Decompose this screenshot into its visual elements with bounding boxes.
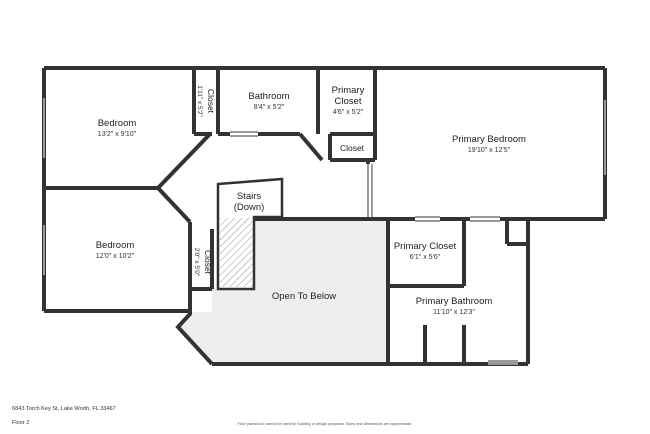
room-primary-bedroom: Primary Bedroom 19'10" x 12'5" bbox=[452, 134, 526, 154]
room-name: Primary Bedroom bbox=[452, 134, 526, 145]
room-open-to-below: Open To Below bbox=[272, 291, 336, 302]
room-name: Bedroom bbox=[96, 240, 135, 251]
room-name: Closet bbox=[206, 89, 216, 114]
open-to-below-area bbox=[178, 219, 388, 364]
room-dims: 6'1" x 5'6" bbox=[410, 254, 441, 261]
room-dims: 13'2" x 9'10" bbox=[98, 131, 137, 138]
room-name: Primary Bathroom bbox=[416, 296, 493, 307]
stairs-hatch bbox=[220, 218, 253, 287]
room-stairs: Stairs (Down) bbox=[234, 191, 265, 213]
room-name: Bedroom bbox=[98, 118, 137, 129]
room-primary-closet-bottom: Primary Closet 6'1" x 5'6" bbox=[394, 241, 457, 261]
room-primary-bathroom: Primary Bathroom 11'10" x 12'3" bbox=[416, 296, 493, 316]
room-bedroom-bottom: Bedroom 12'0" x 10'2" bbox=[96, 240, 135, 260]
room-closet-bottom: Closet 2'0" x 5'0" bbox=[193, 248, 213, 277]
room-name: Closet bbox=[340, 143, 365, 153]
room-name-line1: Stairs bbox=[237, 191, 262, 202]
room-name: Bathroom bbox=[248, 91, 289, 102]
room-dims: 4'6" x 5'2" bbox=[333, 109, 364, 116]
room-dims: 11'10" x 12'3" bbox=[433, 309, 475, 316]
room-name: Open To Below bbox=[272, 291, 336, 302]
room-dims: 1'11" x 5'2" bbox=[196, 85, 203, 117]
floor-label: Floor 2 bbox=[12, 420, 30, 426]
room-name-line2: (Down) bbox=[234, 202, 265, 213]
room-name-line2: Closet bbox=[335, 96, 362, 107]
room-bedroom-top: Bedroom 13'2" x 9'10" bbox=[98, 118, 137, 138]
room-dims: 8'4" x 5'2" bbox=[254, 104, 285, 111]
room-dims: 12'0" x 10'2" bbox=[96, 253, 135, 260]
room-bathroom: Bathroom 8'4" x 5'2" bbox=[248, 91, 289, 111]
door-openings bbox=[42, 98, 607, 365]
room-closet-small: Closet bbox=[340, 143, 365, 153]
room-name-line1: Primary bbox=[332, 85, 365, 96]
address-text: 6843 Torch Key St, Lake Worth, FL 33467 bbox=[12, 406, 116, 412]
room-dims: 19'10" x 12'5" bbox=[468, 147, 511, 154]
room-name: Primary Closet bbox=[394, 241, 457, 252]
room-name: Closet bbox=[203, 250, 213, 275]
room-primary-closet-top: Primary Closet 4'6" x 5'2" bbox=[332, 85, 365, 116]
room-dims: 2'0" x 5'0" bbox=[193, 248, 200, 277]
room-closet-top: Closet 1'11" x 5'2" bbox=[196, 85, 216, 117]
disclaimer-text: Floor plans/tour cannot be used for buil… bbox=[237, 422, 413, 426]
